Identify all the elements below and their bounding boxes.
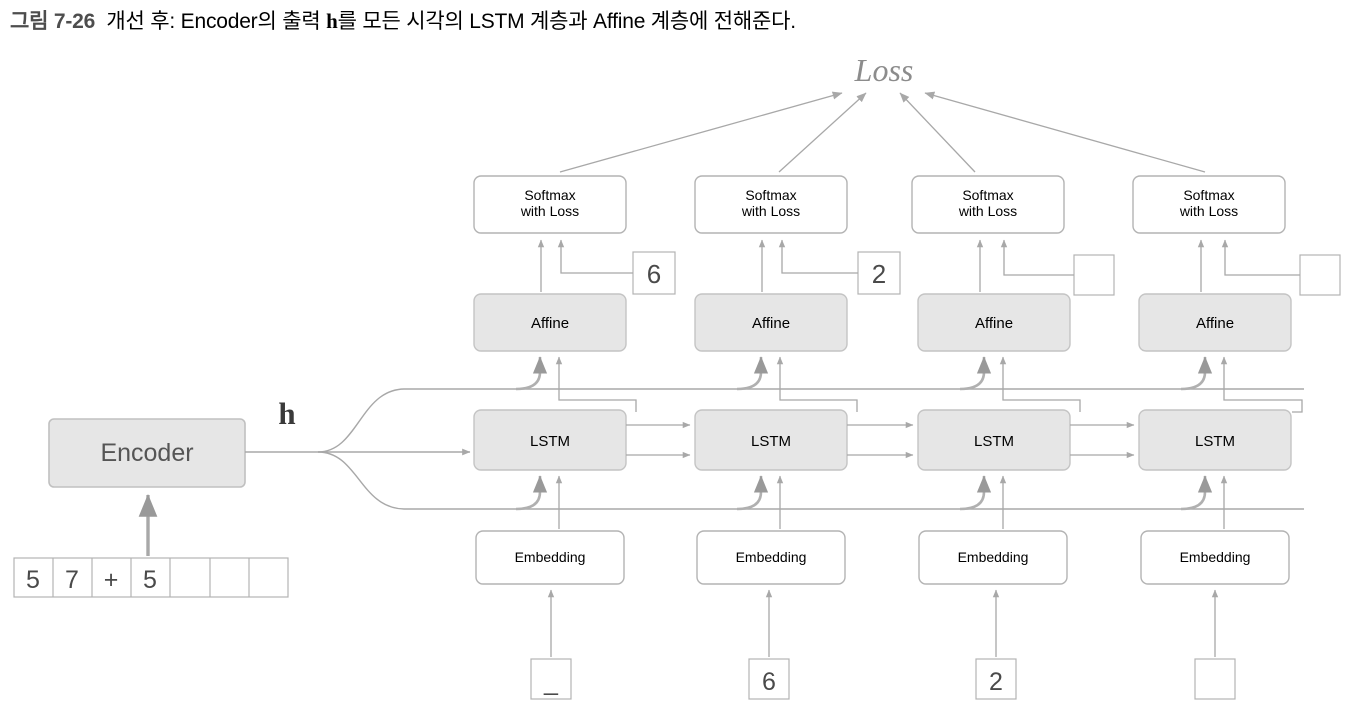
softmax-box-2[interactable] — [694, 175, 848, 234]
embedding-label-1: Embedding — [515, 549, 586, 565]
h-to-lstm-riser-1 — [515, 475, 548, 511]
h-to-affine-risers — [515, 356, 1213, 391]
softmax-label-4-line1: Softmax — [1183, 187, 1234, 203]
affine-box-1[interactable] — [473, 293, 627, 352]
loss-arrow-3 — [899, 92, 976, 173]
softmax-box-1[interactable] — [473, 175, 627, 234]
h-to-lstm-riser-4 — [1180, 475, 1213, 511]
lstm-to-affine-arrow-3 — [999, 356, 1081, 412]
teacher-to-softmax-arrow-4 — [1221, 239, 1300, 276]
column-3: Softmax with Loss Affine LSTM Embedding … — [911, 175, 1115, 700]
affine-label-2: Affine — [752, 315, 790, 332]
embedding-label-4: Embedding — [1180, 549, 1251, 565]
input-token-3: 2 — [989, 668, 1003, 696]
input-token-box-2[interactable] — [748, 658, 790, 700]
h-to-affine-riser-1 — [515, 356, 548, 391]
h-to-lstm-riser-2 — [736, 475, 769, 511]
softmax-label-3-line2: with Loss — [958, 203, 1017, 219]
figure-caption: 그림 7-26 개선 후: Encoder의 출력 h를 모든 시각의 LSTM… — [10, 5, 796, 35]
h-to-lstm-risers — [515, 475, 1213, 511]
lstm-to-affine-arrow-1 — [555, 356, 637, 412]
lstm-state-connections — [626, 421, 1135, 459]
embedding-label-3: Embedding — [958, 549, 1029, 565]
teacher-label-box-4[interactable] — [1299, 254, 1341, 296]
caption-bold-h: h — [326, 9, 338, 33]
teacher-label-box-2[interactable] — [857, 251, 901, 295]
loss-arrow-1 — [559, 91, 843, 173]
caption-text-before: 개선 후: Encoder의 출력 — [106, 10, 327, 33]
softmax-label-2-line1: Softmax — [745, 187, 796, 203]
affine-box-3[interactable] — [917, 293, 1071, 352]
sequence-strip — [13, 557, 289, 598]
column-4: Softmax with Loss Affine LSTM Embedding — [1132, 175, 1341, 700]
lstm-to-affine-arrow-2 — [776, 356, 858, 412]
column-1: Softmax with Loss Affine LSTM Embedding … — [473, 175, 676, 700]
teacher-label-2: 2 — [872, 259, 886, 289]
column-2: Softmax with Loss Affine LSTM Embedding … — [694, 175, 901, 700]
sequence-cell-2: + — [104, 566, 119, 594]
loss-arrow-4 — [924, 91, 1206, 173]
h-to-affine-riser-4 — [1180, 356, 1213, 391]
lstm-box-1[interactable] — [473, 409, 627, 471]
lstm-box-4[interactable] — [1138, 409, 1292, 471]
caption-text-after: 를 모든 시각의 LSTM 계층과 Affine 계층에 전해준다. — [337, 10, 797, 33]
teacher-label-box-3[interactable] — [1073, 254, 1115, 296]
lstm-label-2: LSTM — [751, 433, 791, 450]
teacher-to-softmax-arrow-2 — [778, 239, 858, 274]
embedding-box-2[interactable] — [696, 530, 846, 585]
affine-box-2[interactable] — [694, 293, 848, 352]
hidden-state-label: h — [278, 396, 295, 431]
embedding-box-1[interactable] — [475, 530, 625, 585]
teacher-label-box-1[interactable] — [632, 251, 676, 295]
affine-label-4: Affine — [1196, 315, 1234, 332]
lstm-to-affine-arrow-4 — [1220, 356, 1303, 413]
lstm-label-4: LSTM — [1195, 433, 1235, 450]
loss-label: Loss — [854, 52, 914, 88]
softmax-label-1-line1: Softmax — [524, 187, 575, 203]
softmax-label-3-line1: Softmax — [962, 187, 1013, 203]
embedding-box-3[interactable] — [918, 530, 1068, 585]
lstm-box-2[interactable] — [694, 409, 848, 471]
lstm-label-3: LSTM — [974, 433, 1014, 450]
lstm-box-3[interactable] — [917, 409, 1071, 471]
embedding-label-2: Embedding — [736, 549, 807, 565]
softmax-label-1-line2: with Loss — [520, 203, 579, 219]
affine-label-3: Affine — [975, 315, 1013, 332]
sequence-cell-3: 5 — [143, 566, 157, 594]
lstm-label-1: LSTM — [530, 433, 570, 450]
loss-arrow-2 — [778, 92, 867, 173]
figure-number: 그림 7-26 — [10, 10, 96, 33]
teacher-to-softmax-arrow-3 — [1000, 239, 1074, 276]
embedding-box-4[interactable] — [1140, 530, 1290, 585]
affine-box-4[interactable] — [1138, 293, 1292, 352]
h-to-affine-riser-3 — [959, 356, 992, 391]
input-token-box-1[interactable] — [530, 658, 572, 700]
teacher-to-softmax-arrow-1 — [557, 239, 633, 274]
encoder-input-sequence[interactable]: 5 7 + 5 — [13, 557, 289, 598]
teacher-label-1: 6 — [647, 259, 661, 289]
encoder-group: Encoder 5 7 + 5 — [13, 418, 289, 598]
input-token-1: _ — [543, 668, 559, 696]
loss-input-arrows — [559, 91, 1206, 173]
softmax-box-3[interactable] — [911, 175, 1065, 234]
h-fanout — [245, 388, 1304, 510]
softmax-label-2-line2: with Loss — [741, 203, 800, 219]
h-rail-affine — [317, 388, 1304, 453]
input-token-box-4[interactable] — [1194, 658, 1236, 700]
affine-label-1: Affine — [531, 315, 569, 332]
encoder-label: Encoder — [100, 439, 193, 467]
sequence-cell-0: 5 — [26, 566, 40, 594]
sequence-cell-1: 7 — [65, 566, 79, 594]
h-to-affine-riser-2 — [736, 356, 769, 391]
softmax-box-4[interactable] — [1132, 175, 1286, 234]
h-rail-lstm — [317, 451, 1304, 510]
input-token-box-3[interactable] — [975, 658, 1017, 700]
softmax-label-4-line2: with Loss — [1179, 203, 1238, 219]
h-to-lstm-riser-3 — [959, 475, 992, 511]
input-token-2: 6 — [762, 668, 776, 696]
encoder-box[interactable] — [48, 418, 246, 488]
